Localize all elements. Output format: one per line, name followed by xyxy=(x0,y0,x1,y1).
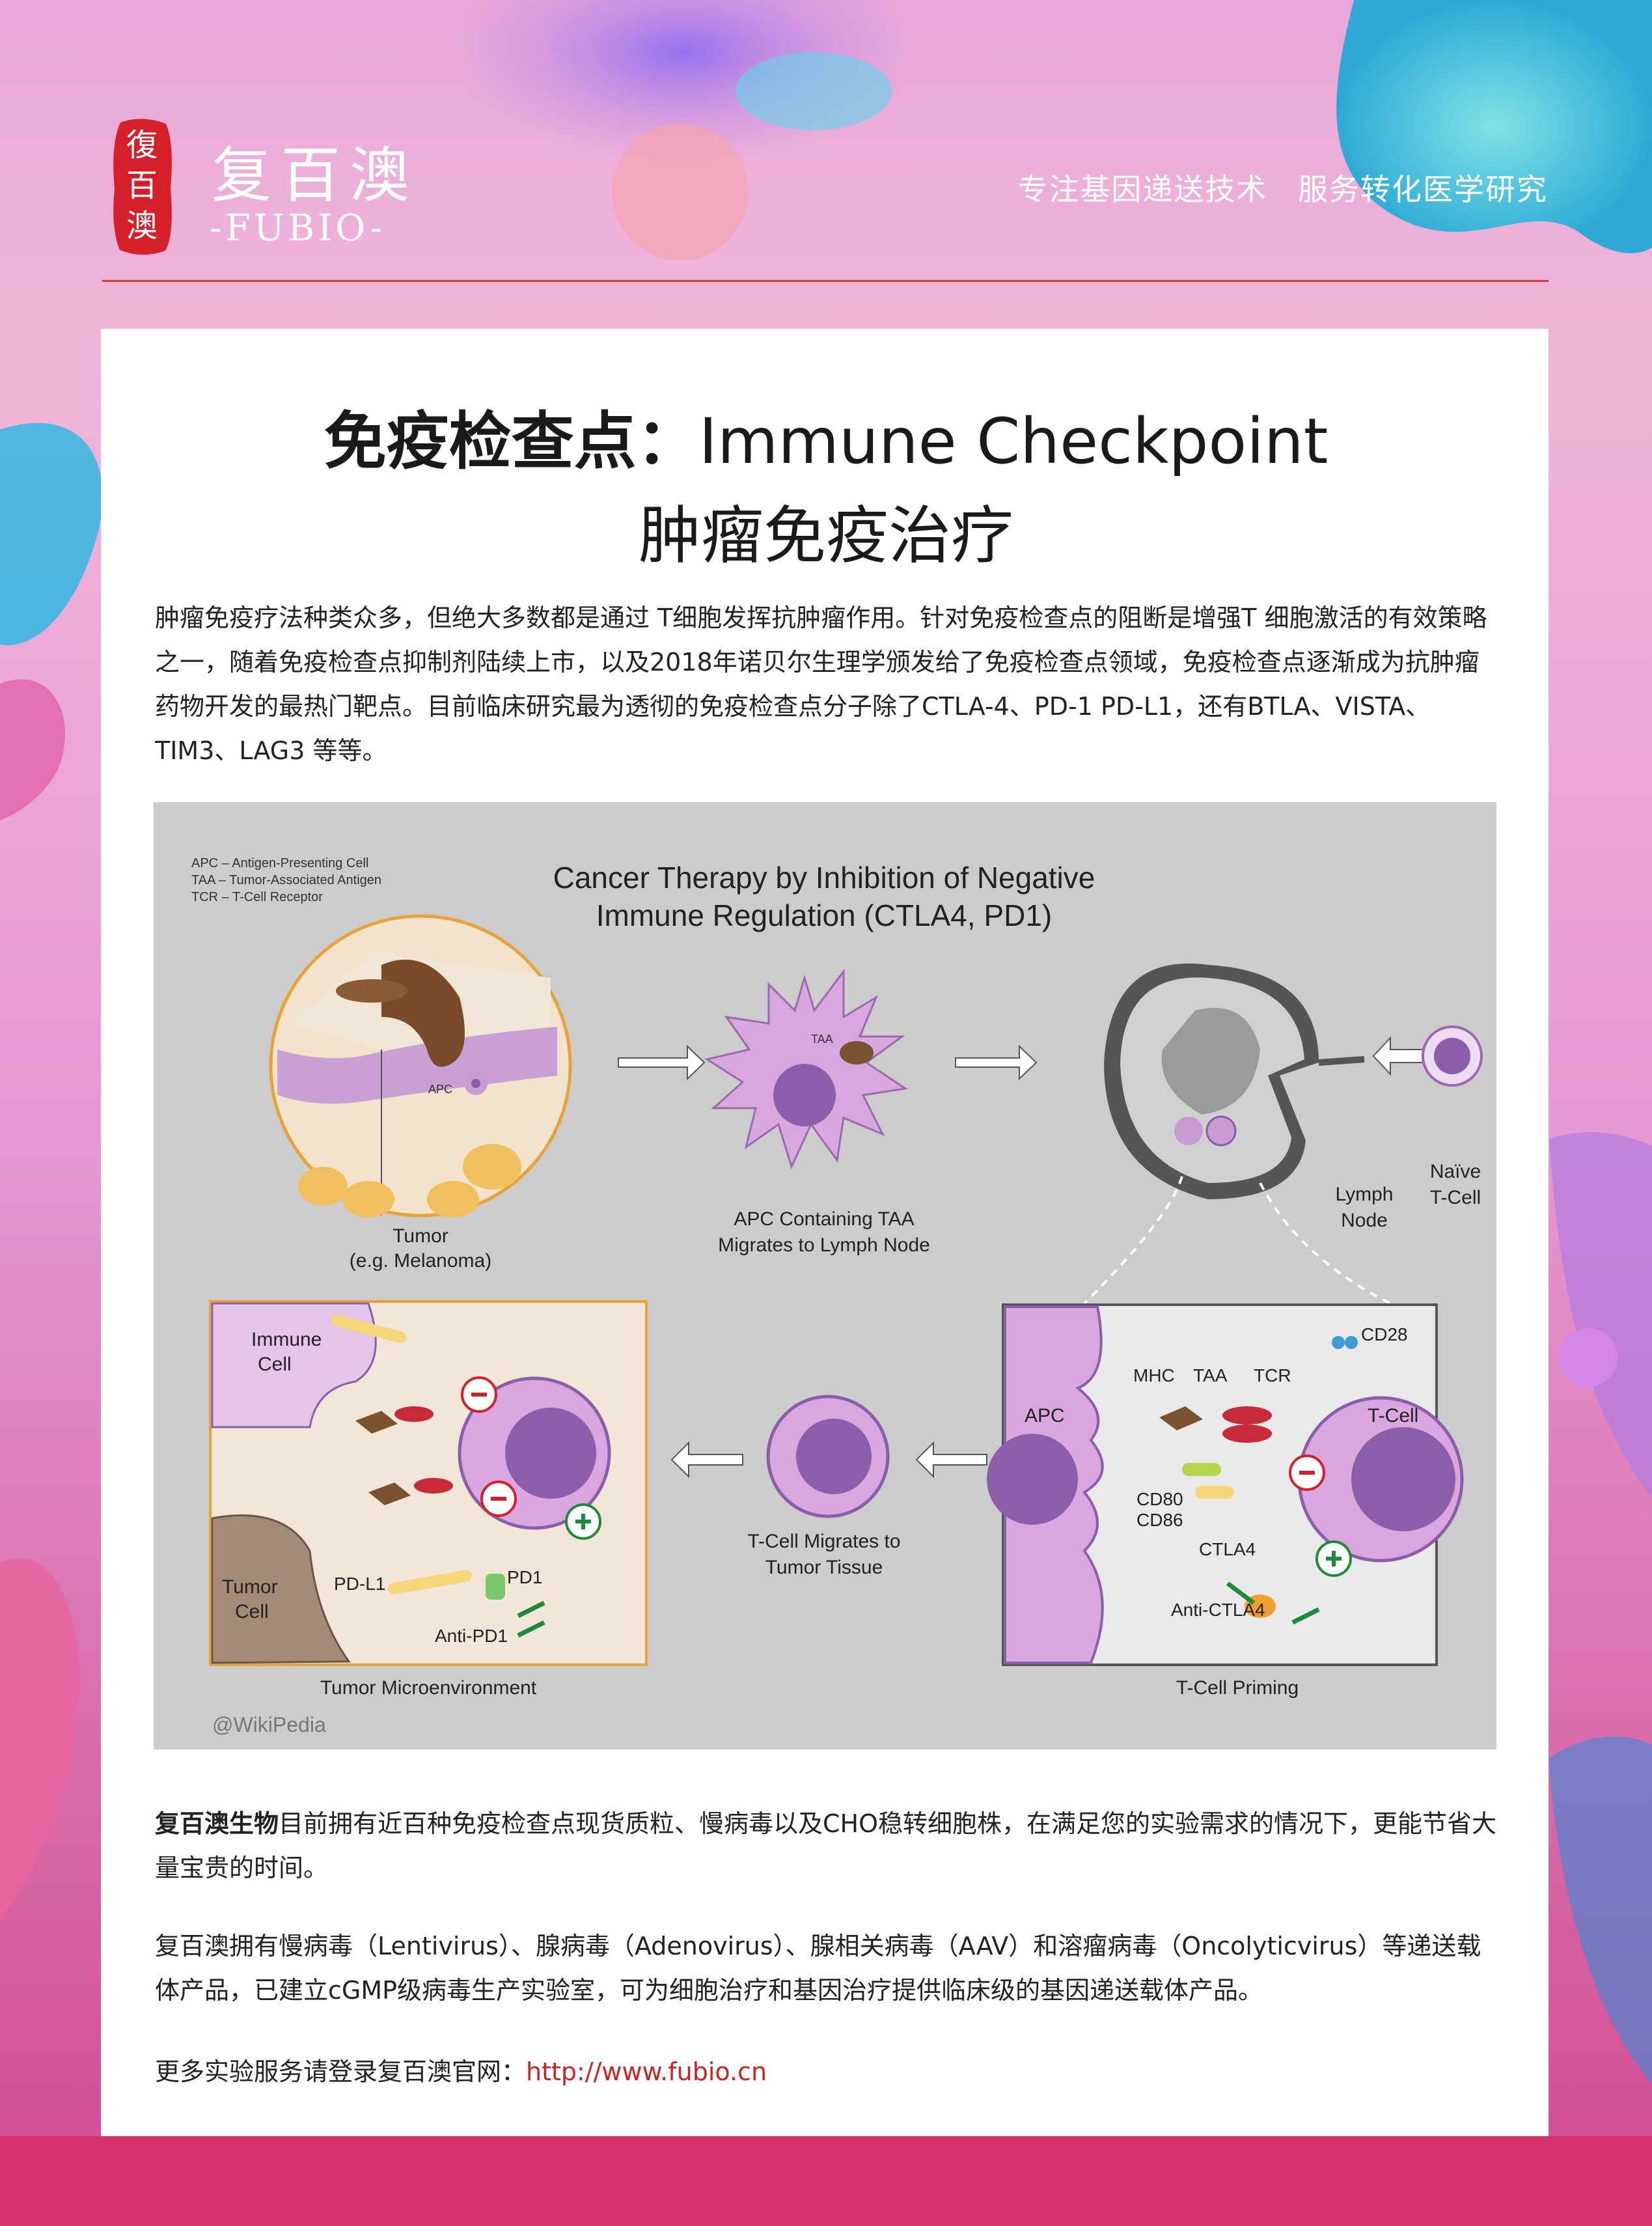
pdl1-label: PD-L1 xyxy=(334,1574,385,1594)
brand-name-cn: 复百澳 xyxy=(212,141,419,210)
apc-cell-illustration xyxy=(704,968,909,1170)
immune-checkpoint-figure: APC – Antigen-Presenting Cell TAA – Tumo… xyxy=(154,802,1496,1749)
lymph-label-1: Lymph xyxy=(1336,1184,1394,1205)
arrow-1 xyxy=(618,1044,706,1081)
brand-name-en: -FUBIO- xyxy=(210,207,386,249)
apc-inset-label: APC xyxy=(428,1083,452,1096)
naive-label-1: Naïve xyxy=(1430,1161,1481,1182)
dashed-connector-left xyxy=(1083,1176,1183,1305)
legend-tcr: TCR – T-Cell Receptor xyxy=(191,890,323,904)
more-info-line: 更多实验服务请登录复百澳官网：http://www.fubio.cn xyxy=(155,2050,1499,2094)
tumor-label-1: Tumor xyxy=(392,1225,448,1247)
page-subtitle: 肿瘤免疫治疗 xyxy=(639,499,1013,572)
logo-seal xyxy=(113,118,172,255)
cd80-label: CD80 xyxy=(1136,1489,1183,1509)
arrow-3 xyxy=(1372,1036,1427,1076)
intro-paragraph: 肿瘤免疫疗法种类众多，但绝大多数都是通过 T细胞发挥抗肿瘤作用。针对免疫检查点的… xyxy=(155,604,1487,765)
arrow-4 xyxy=(670,1441,743,1479)
figure-title-line2: Immune Regulation (CTLA4, PD1) xyxy=(596,898,1053,932)
immune-cell-label-1: Immune xyxy=(251,1329,322,1350)
title-en: Immune Checkpoint xyxy=(698,405,1328,478)
anti-ctla4-label: Anti-CTLA4 xyxy=(1171,1600,1265,1620)
vector-products-paragraph: 复百澳拥有慢病毒（Lentivirus）、腺病毒（Adenovirus）、腺相关… xyxy=(155,1932,1481,2005)
tcell-priming-panel xyxy=(987,1303,1464,1666)
dashed-connector-right xyxy=(1259,1182,1391,1305)
website-link[interactable]: http://www.fubio.cn xyxy=(526,2057,767,2086)
cd28-label: CD28 xyxy=(1361,1324,1408,1344)
tumor-skin-illustration xyxy=(269,914,572,1217)
taa-label: TAA xyxy=(811,1033,833,1046)
tumor-cell-label-1: Tumor xyxy=(222,1576,278,1598)
priming-apc-label: APC xyxy=(1025,1405,1065,1426)
arrow-2 xyxy=(955,1044,1038,1081)
priming-tcell-label: T-Cell xyxy=(1368,1405,1418,1426)
mhc-label: MHC xyxy=(1133,1365,1175,1385)
more-info-label: 更多实验服务请登录复百澳官网： xyxy=(155,2057,527,2086)
migrate-label-2: Tumor Tissue xyxy=(765,1557,883,1578)
page-title: 免疫检查点：Immune Checkpoint xyxy=(0,391,1652,481)
lymph-node-illustration xyxy=(1104,963,1365,1199)
migrate-label-1: T-Cell Migrates to xyxy=(747,1531,900,1552)
naive-label-2: T-Cell xyxy=(1430,1187,1481,1208)
migrating-tcell-nucleus xyxy=(796,1419,872,1494)
seal-text: 復百澳 xyxy=(126,127,158,244)
tumor-microenvironment-panel xyxy=(209,1300,648,1666)
cd86-label: CD86 xyxy=(1136,1510,1183,1530)
pd1-label: PD1 xyxy=(507,1567,542,1587)
priming-taa-label: TAA xyxy=(1193,1365,1228,1385)
company-paragraph-text: 目前拥有近百种免疫检查点现货质粒、慢病毒以及CHO稳转细胞株，在满足您的实验需求… xyxy=(155,1809,1497,1882)
header-tagline: 专注基因递送技术 服务转化医学研究 xyxy=(1017,172,1548,207)
tcr-label: TCR xyxy=(1254,1365,1291,1385)
arrow-5 xyxy=(915,1441,987,1479)
legend-taa: TAA – Tumor-Associated Antigen xyxy=(191,873,381,887)
tcell-priming-caption: T-Cell Priming xyxy=(1176,1677,1299,1699)
apc-label-1: APC Containing TAA xyxy=(734,1208,914,1230)
figure-title-line1: Cancer Therapy by Inhibition of Negative xyxy=(553,861,1095,895)
title-cn: 免疫检查点： xyxy=(324,405,699,478)
naive-tcell-nucleus xyxy=(1434,1038,1470,1074)
header-divider xyxy=(102,280,1549,282)
figure-credit: @WikiPedia xyxy=(212,1713,326,1736)
anti-pd1-label: Anti-PD1 xyxy=(435,1626,508,1646)
company-name-bold: 复百澳生物 xyxy=(155,1809,279,1838)
tumor-cell-label-2: Cell xyxy=(235,1601,269,1622)
legend-apc: APC – Antigen-Presenting Cell xyxy=(191,856,368,870)
apc-label-2: Migrates to Lymph Node xyxy=(718,1234,930,1256)
ctla4-label: CTLA4 xyxy=(1199,1539,1256,1559)
immune-cell-label-2: Cell xyxy=(258,1354,292,1375)
lymph-label-2: Node xyxy=(1341,1210,1388,1231)
tumor-label-2: (e.g. Melanoma) xyxy=(350,1250,491,1272)
tumor-microenvironment-caption: Tumor Microenvironment xyxy=(320,1677,537,1699)
company-paragraph: 复百澳生物目前拥有近百种免疫检查点现货质粒、慢病毒以及CHO稳转细胞株，在满足您… xyxy=(155,1802,1499,1890)
